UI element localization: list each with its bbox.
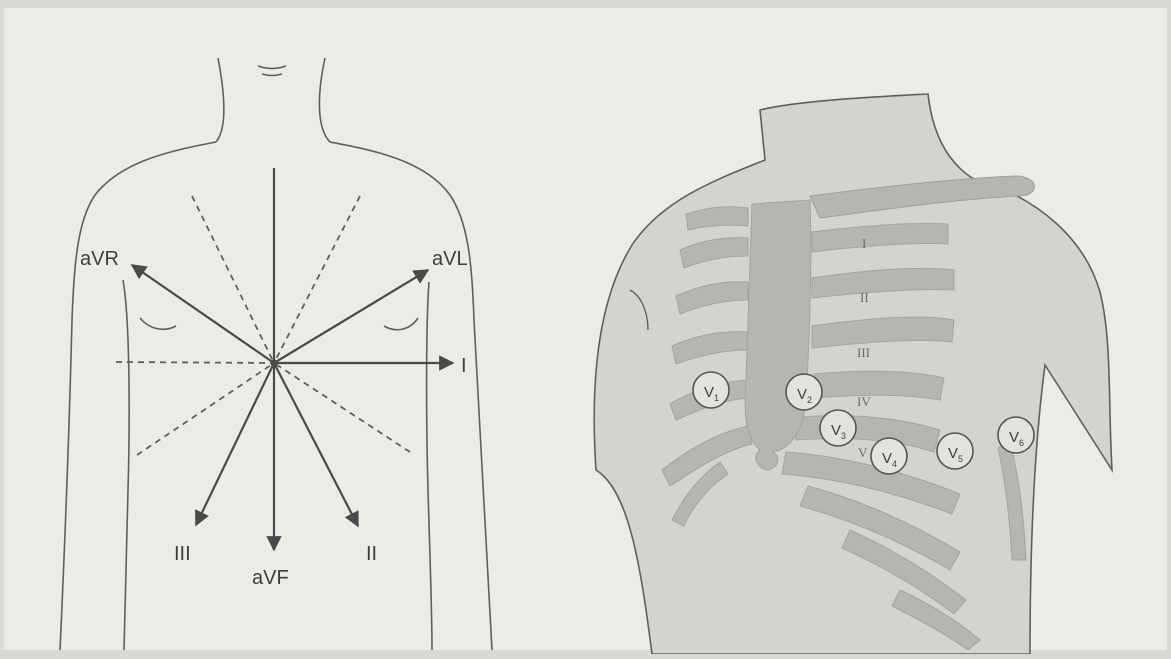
svg-text:5: 5 xyxy=(958,454,963,464)
svg-text:V: V xyxy=(882,450,892,467)
heart-center-dot xyxy=(271,360,278,367)
electrode-v1: V 1 xyxy=(693,372,729,408)
electrode-v2: V 2 xyxy=(786,374,822,410)
svg-text:V: V xyxy=(948,445,958,462)
svg-text:V: V xyxy=(704,384,714,401)
dashed-axis-horizontal xyxy=(116,362,274,363)
svg-text:V: V xyxy=(1009,429,1019,446)
label-lead-i: I xyxy=(461,355,467,377)
label-avl: aVL xyxy=(432,248,468,270)
electrode-v6: V 6 xyxy=(998,417,1034,453)
svg-text:6: 6 xyxy=(1019,438,1024,448)
electrode-v5: V 5 xyxy=(937,433,973,469)
svg-text:V: V xyxy=(831,422,841,439)
intercostal-label-3: III xyxy=(857,345,870,360)
svg-text:2: 2 xyxy=(807,395,812,405)
label-avr: aVR xyxy=(80,248,119,270)
label-lead-ii: II xyxy=(366,543,377,565)
label-avf: aVF xyxy=(252,567,289,589)
electrode-v3: V 3 xyxy=(820,410,856,446)
svg-text:3: 3 xyxy=(841,431,846,441)
label-lead-iii: III xyxy=(174,543,191,565)
svg-text:4: 4 xyxy=(892,459,897,469)
svg-text:1: 1 xyxy=(714,393,719,403)
electrode-v4: V 4 xyxy=(871,438,907,474)
svg-text:V: V xyxy=(797,386,807,403)
intercostal-label-1: I xyxy=(862,236,866,251)
intercostal-label-2: II xyxy=(860,290,869,305)
intercostal-label-5: V xyxy=(858,445,868,460)
intercostal-label-4: IV xyxy=(857,394,871,409)
